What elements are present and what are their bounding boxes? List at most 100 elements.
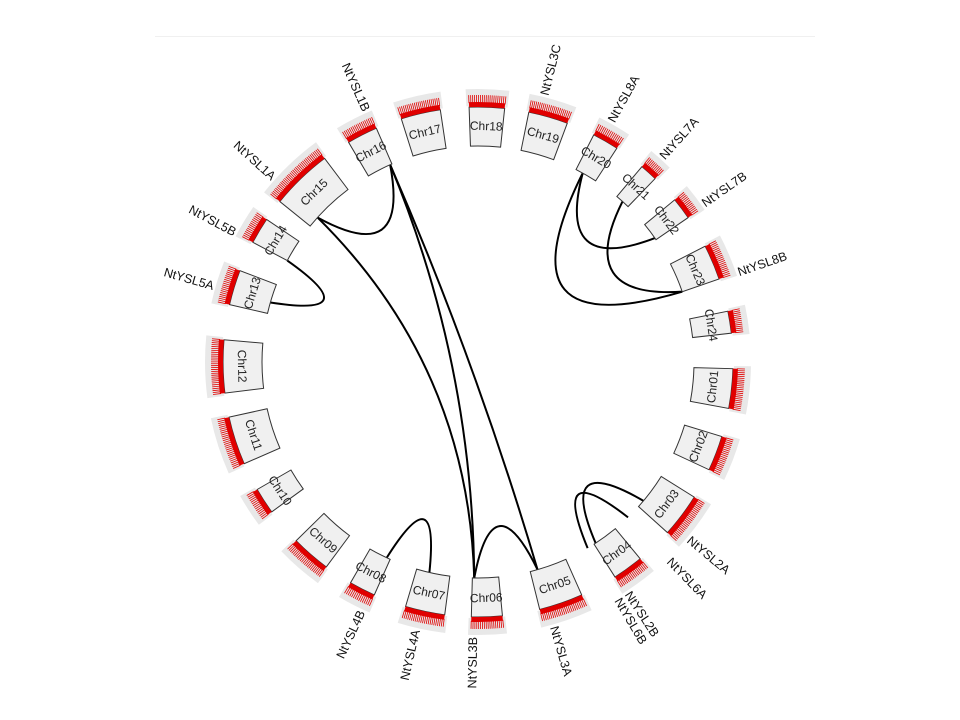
gene-label: NtYSL6A [664, 555, 710, 602]
chromosome-band [275, 154, 325, 202]
gene-label: NtYSL4B [334, 608, 368, 661]
chromosome-chr24: Chr24 [689, 304, 750, 343]
chromosome-ticks [712, 437, 734, 476]
chromosome-band [252, 489, 272, 515]
chromosome-ticks [397, 97, 441, 116]
chromosome-box [689, 310, 732, 339]
chromosome-chr15: Chr15 [264, 142, 349, 227]
chromosome-ticks [270, 148, 323, 200]
chromosome-halo [708, 434, 740, 480]
chromosome-box [689, 367, 734, 410]
chromosome-chr06: Chr06 [467, 576, 508, 636]
gene-label: NtYSL3C [538, 43, 564, 97]
page-edge [155, 36, 815, 37]
chromosome-chr10: Chr10 [240, 469, 304, 525]
link-ntysl4a-ntysl4b [385, 518, 433, 573]
chromosome-ticks [468, 94, 507, 105]
chromosome-halo [613, 557, 654, 594]
link-ntysl3a-ntysl3b [473, 525, 539, 579]
chromosome-band [346, 123, 377, 143]
gene-label: NtYSL7A [657, 114, 702, 162]
chromosome-ticks [670, 498, 705, 541]
chromosome-ticks [287, 543, 325, 577]
chromosome-box [643, 199, 689, 241]
chromosome-chr18: Chr18 [465, 89, 510, 148]
chromosome-band [727, 310, 737, 334]
chromosome-chr13: Chr13 [211, 261, 277, 315]
link-ntysl1b-ntysl3a [389, 164, 539, 570]
chromosome-ticks [708, 240, 731, 279]
chromosome-ticks [470, 619, 504, 630]
chromosome-label: Chr07 [411, 583, 446, 604]
chromosome-box [470, 576, 503, 618]
chromosome-box [228, 408, 281, 465]
chromosome-chr19: Chr19 [520, 93, 577, 161]
chromosome-ticks [677, 191, 699, 216]
chromosome-chr08: Chr08 [339, 548, 391, 613]
gene-label: NtYSL8B [736, 249, 789, 279]
chromosome-box [404, 568, 451, 616]
chromosome-box [593, 527, 641, 578]
chromosome-box [252, 218, 300, 262]
chromosome-box [347, 127, 393, 177]
gene-label: NtYSL5B [187, 203, 239, 240]
link-ntysl8a-ntysl8b [554, 172, 683, 306]
chromosome-band [728, 368, 738, 410]
gene-label: NtYSL7B [699, 169, 749, 210]
gene-label: NtYSL4A [398, 628, 423, 682]
chromosome-box [529, 558, 583, 611]
chromosome-label: Chr12 [235, 350, 250, 383]
chromosome-chr05: Chr05 [529, 558, 592, 628]
chromosome-box [669, 245, 720, 293]
link-ntysl1a-ntysl1b [317, 164, 395, 235]
chromosome-label: Chr06 [470, 590, 503, 605]
link-ntysl1b-ntysl3b [389, 164, 476, 578]
link-ntysl2a-ntysl2b [582, 482, 644, 544]
chromosome-band [667, 497, 699, 536]
chromosome-band [615, 558, 644, 582]
chromosome-box [520, 111, 568, 161]
chromosome-chr17: Chr17 [393, 91, 447, 157]
chromosome-halo [397, 606, 448, 634]
chromosome-band [641, 162, 659, 179]
chromosome-box [256, 469, 304, 513]
chromosome-halo [537, 594, 592, 628]
chromosome-halo [336, 110, 379, 143]
chromosome-chr23: Chr23 [669, 235, 738, 293]
chromosome-band [399, 104, 441, 119]
gene-label: NtYSL1A [231, 138, 279, 183]
chromosome-band [292, 540, 327, 572]
chromosome-box [637, 475, 695, 534]
chromosome-band [218, 339, 225, 394]
chromosome-ticks [217, 417, 241, 469]
chromosome-band [224, 268, 240, 305]
chromosome-band [539, 594, 584, 615]
chromosome-box [228, 269, 277, 315]
gene-label: NtYSL8A [605, 73, 642, 125]
chromosome-band [348, 582, 375, 600]
link-ntysl7b-ntysl8a [575, 172, 656, 250]
chromosome-chr07: Chr07 [397, 568, 451, 634]
chromosome-box [616, 165, 656, 208]
chromosome-chr03: Chr03 [637, 475, 712, 547]
chromosome-box [468, 106, 506, 148]
chromosome-label: Chr24 [702, 308, 721, 343]
chromosome-ticks [616, 561, 649, 588]
chromosome-ticks [540, 598, 587, 622]
chromosome-halo [393, 91, 443, 119]
link-ntysl7a-ntysl8b [606, 201, 683, 294]
chromosome-box [575, 134, 618, 182]
chromosome-ticks [731, 308, 744, 334]
chromosome-band [674, 196, 693, 218]
chromosome-box [279, 157, 349, 227]
chromosome-ticks [529, 100, 572, 120]
gene-label: NtYSL3A [547, 624, 575, 678]
gene-label: NtYSL2A [684, 533, 733, 577]
chromosome-ticks [210, 338, 221, 395]
link-ntysl6a-ntysl6b [574, 491, 629, 549]
chromosome-chr22: Chr22 [643, 186, 705, 241]
chromosome-ticks [242, 212, 264, 241]
chromosome-chr01: Chr01 [689, 366, 751, 415]
link-ntysl1a-ntysl3b [316, 216, 476, 578]
chromosome-chr14: Chr14 [235, 206, 300, 262]
